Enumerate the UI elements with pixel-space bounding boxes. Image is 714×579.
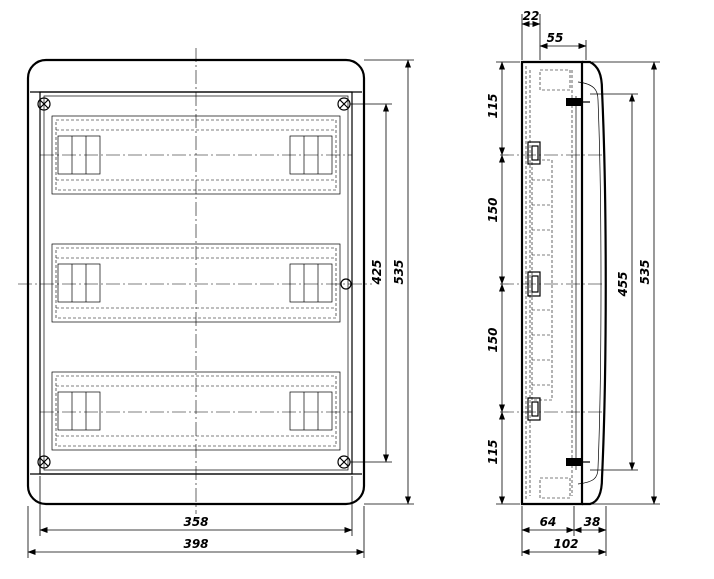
dim-label-row-upper: 150 [486,197,500,222]
din-rail-icon [527,397,541,421]
dim-label-outer-height: 535 [392,259,406,284]
din-rail-icon [527,141,541,165]
screw-icon [37,97,51,111]
cover-outline [582,60,607,506]
dim-label-top-offset: 55 [547,31,564,45]
dim-label-outer-width: 398 [183,537,208,551]
dim-label-bottom-base: 64 [540,515,557,529]
dim-label-row-bottom: 115 [486,439,500,464]
screw-icon [37,455,51,469]
dim-label-total-depth: 102 [553,537,578,551]
front-view: 358 398 425 535 [18,48,414,558]
dim-label-inner-height: 425 [370,259,384,285]
dim-label-row-lower: 150 [486,327,500,352]
screw-icon [566,98,590,106]
dim-label-row-top: 115 [486,93,500,118]
dim-label-top-depth: 22 [523,9,540,23]
dim-label-inner-width: 358 [183,515,208,529]
side-view: 22 55 64 38 102 115 150 150 115 455 535 [486,9,660,556]
dim-label-bottom-cover: 38 [584,515,601,529]
dim-label-outer-height: 535 [638,259,652,284]
screw-icon [566,458,590,466]
din-row-2 [51,243,341,323]
dim-label-inner-height: 455 [616,271,630,297]
